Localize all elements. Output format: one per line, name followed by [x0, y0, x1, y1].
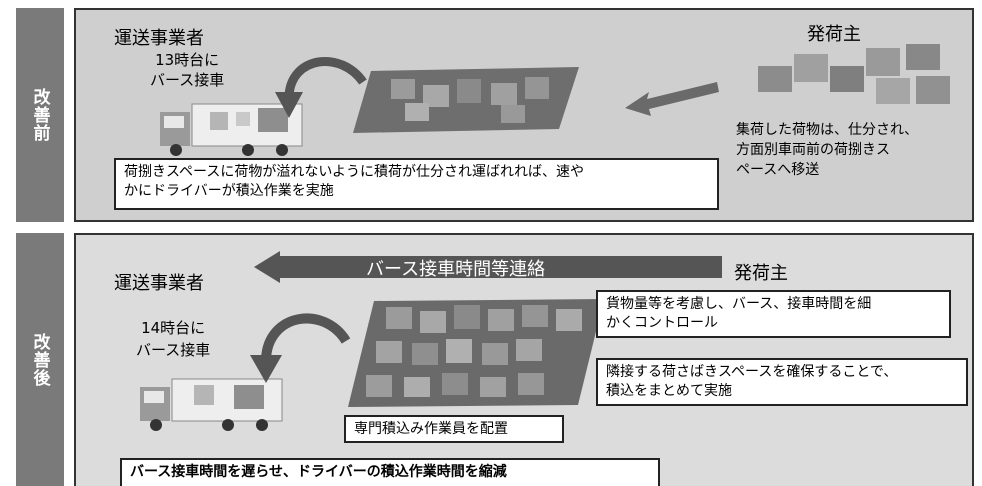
after-space-box: 隣接する荷さばきスペースを確保することで、 積込をまとめて実施 — [596, 358, 968, 406]
after-side-label: 改善後 — [16, 233, 64, 486]
before-panel: 運送事業者 13時台に バース接車 発荷主 集荷した荷物は、仕分され、 方面別車… — [74, 8, 974, 222]
after-control-box: 貨物量等を考慮し、バース、接車時間を細 かくコントロール — [596, 290, 951, 338]
before-curved-arrow-icon — [275, 57, 367, 118]
after-pallet-area-illustration — [348, 299, 604, 407]
after-staff-box: 専門積込み作業員を配置 — [344, 415, 564, 443]
before-time-label: 13時台に バース接車 — [150, 51, 225, 89]
after-panel: 運送事業者 バース接車時間等連絡 発荷主 14時台に バース接車 — [74, 233, 974, 486]
after-shipper-label: 発荷主 — [734, 263, 788, 284]
after-truck-illustration — [140, 378, 283, 431]
after-time-label: 14時台に バース接車 — [136, 319, 211, 359]
after-curved-arrow-icon — [250, 313, 351, 383]
before-note-box: 荷捌きスペースに荷物が溢れないように積荷が仕分され運ばれれば、速や かにドライバ… — [114, 158, 719, 210]
before-pallet-area-illustration — [353, 67, 579, 133]
after-contact-arrow — [254, 251, 722, 283]
before-transfer-arrow-icon — [625, 82, 719, 116]
before-shipper-label: 発荷主 — [807, 24, 861, 45]
before-truck-illustration — [160, 103, 303, 156]
before-carrier-label: 運送事業者 — [114, 28, 204, 49]
after-arrow-label: バース接車時間等連絡 — [366, 259, 546, 280]
after-carrier-label: 運送事業者 — [114, 273, 204, 294]
before-cargo-cluster-illustration — [758, 44, 950, 104]
after-bottom-box: バース接車時間を遅らせ、ドライバーの積込作業時間を縮減 — [120, 458, 660, 486]
before-side-label: 改善前 — [16, 8, 64, 222]
before-shipper-note: 集荷した荷物は、仕分され、 方面別車両前の荷捌きス ペースへ移送 — [736, 122, 919, 178]
